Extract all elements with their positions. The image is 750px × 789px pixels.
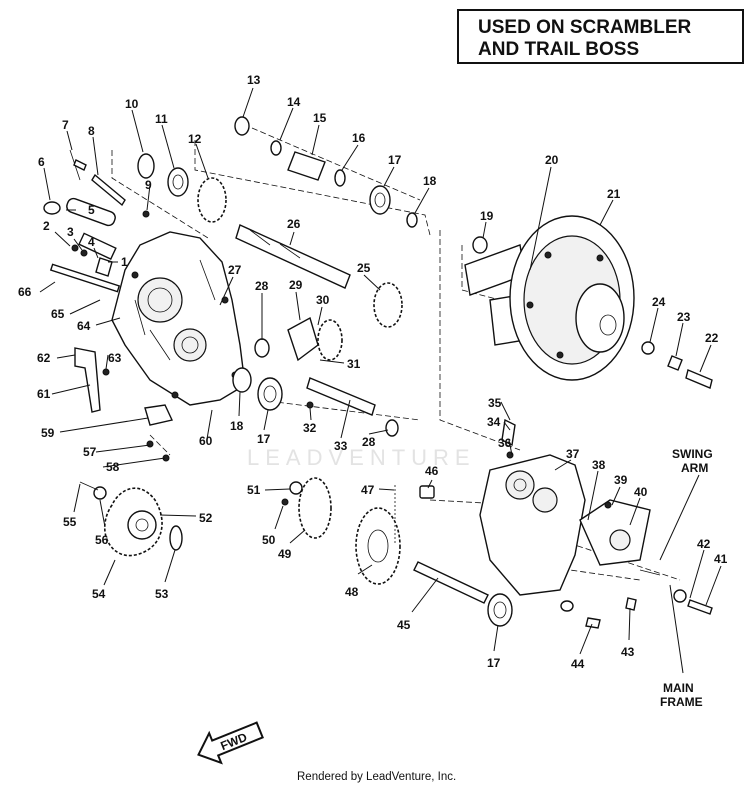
main-frame-label-line-1: MAIN xyxy=(663,681,694,695)
callout-50: 50 xyxy=(262,533,276,547)
callout-6: 6 xyxy=(38,155,45,169)
forward-arrow: FWD xyxy=(197,721,264,765)
callout-38: 38 xyxy=(592,458,606,472)
callout-34: 34 xyxy=(487,415,501,429)
callout-24: 24 xyxy=(652,295,666,309)
callout-17-left: 17 xyxy=(257,432,271,446)
callout-48: 48 xyxy=(345,585,359,599)
callout-9: 9 xyxy=(145,178,152,192)
callout-65: 65 xyxy=(51,307,65,321)
leader-lines xyxy=(39,87,722,674)
callout-18-left: 18 xyxy=(230,419,244,433)
callout-47: 47 xyxy=(361,483,375,497)
callout-10: 10 xyxy=(125,97,139,111)
callout-17-top: 17 xyxy=(388,153,402,167)
watermark: LEADVENTURE xyxy=(247,445,476,470)
swing-arm-label-line-1: SWING xyxy=(672,447,713,461)
callout-2: 2 xyxy=(43,219,50,233)
applicability-note: USED ON SCRAMBLER AND TRAIL BOSS xyxy=(457,9,744,64)
brake-disc-hub xyxy=(464,215,713,389)
swing-arm-label-line-2: ARM xyxy=(681,461,708,475)
callout-45: 45 xyxy=(397,618,411,632)
callout-35: 35 xyxy=(488,396,502,410)
callout-32: 32 xyxy=(303,421,317,435)
applicability-line-1: USED ON SCRAMBLER xyxy=(478,17,692,38)
callout-21: 21 xyxy=(607,187,621,201)
drive-sprocket-chain xyxy=(79,481,183,557)
callout-40: 40 xyxy=(634,485,648,499)
applicability-line-2: AND TRAIL BOSS xyxy=(478,39,639,60)
callout-25: 25 xyxy=(357,261,371,275)
callout-53: 53 xyxy=(155,587,169,601)
callout-18-top: 18 xyxy=(423,174,437,188)
callout-41: 41 xyxy=(714,552,728,566)
shift-fork-shaft xyxy=(232,282,403,437)
callout-37: 37 xyxy=(566,447,580,461)
callout-42: 42 xyxy=(697,537,711,551)
callout-30: 30 xyxy=(316,293,330,307)
callout-22: 22 xyxy=(705,331,719,345)
upper-shaft-assembly xyxy=(137,116,418,289)
callout-20: 20 xyxy=(545,153,559,167)
callout-54: 54 xyxy=(92,587,106,601)
callout-19: 19 xyxy=(480,209,494,223)
callout-33: 33 xyxy=(334,439,348,453)
callout-26: 26 xyxy=(287,217,301,231)
callout-64: 64 xyxy=(77,319,91,333)
callout-numbers: 7 8 10 11 12 9 6 5 2 3 4 1 66 65 64 62 6… xyxy=(18,73,728,709)
callout-62: 62 xyxy=(37,351,51,365)
callout-63: 63 xyxy=(108,351,122,365)
callout-3: 3 xyxy=(67,225,74,239)
callout-51: 51 xyxy=(247,483,261,497)
callout-36: 36 xyxy=(498,436,512,450)
mount-brackets xyxy=(74,347,174,462)
callout-7: 7 xyxy=(62,118,69,132)
lower-drivetrain xyxy=(281,477,513,627)
callout-23: 23 xyxy=(677,310,691,324)
callout-57: 57 xyxy=(83,445,97,459)
callout-16: 16 xyxy=(352,131,366,145)
callout-11: 11 xyxy=(155,112,168,126)
callout-39: 39 xyxy=(614,473,628,487)
callout-17-bottom: 17 xyxy=(487,656,501,670)
callout-31: 31 xyxy=(347,357,361,371)
callout-60: 60 xyxy=(199,434,213,448)
callout-27: 27 xyxy=(228,263,242,277)
callout-56: 56 xyxy=(95,533,109,547)
callout-49: 49 xyxy=(278,547,292,561)
callout-61: 61 xyxy=(37,387,51,401)
callout-8: 8 xyxy=(88,124,95,138)
callout-28-upper: 28 xyxy=(255,279,269,293)
callout-12: 12 xyxy=(188,132,202,146)
callout-1: 1 xyxy=(121,255,128,269)
callout-43: 43 xyxy=(621,645,635,659)
callout-66: 66 xyxy=(18,285,32,299)
callout-28-lower: 28 xyxy=(362,435,376,449)
right-case-half xyxy=(479,418,713,629)
shift-hardware xyxy=(43,149,150,293)
callout-29: 29 xyxy=(289,278,303,292)
callout-46: 46 xyxy=(425,464,439,478)
callout-52: 52 xyxy=(199,511,213,525)
callout-5: 5 xyxy=(88,203,95,217)
main-frame-label-line-2: FRAME xyxy=(660,695,703,709)
callout-59: 59 xyxy=(41,426,55,440)
callout-58: 58 xyxy=(106,460,120,474)
callout-55: 55 xyxy=(63,515,77,529)
left-case-half xyxy=(111,231,246,406)
callout-14: 14 xyxy=(287,95,301,109)
callout-15: 15 xyxy=(313,111,327,125)
callout-13: 13 xyxy=(247,73,261,87)
callout-44: 44 xyxy=(571,657,585,671)
render-credit: Rendered by LeadVenture, Inc. xyxy=(297,771,456,783)
callout-4: 4 xyxy=(88,235,95,249)
